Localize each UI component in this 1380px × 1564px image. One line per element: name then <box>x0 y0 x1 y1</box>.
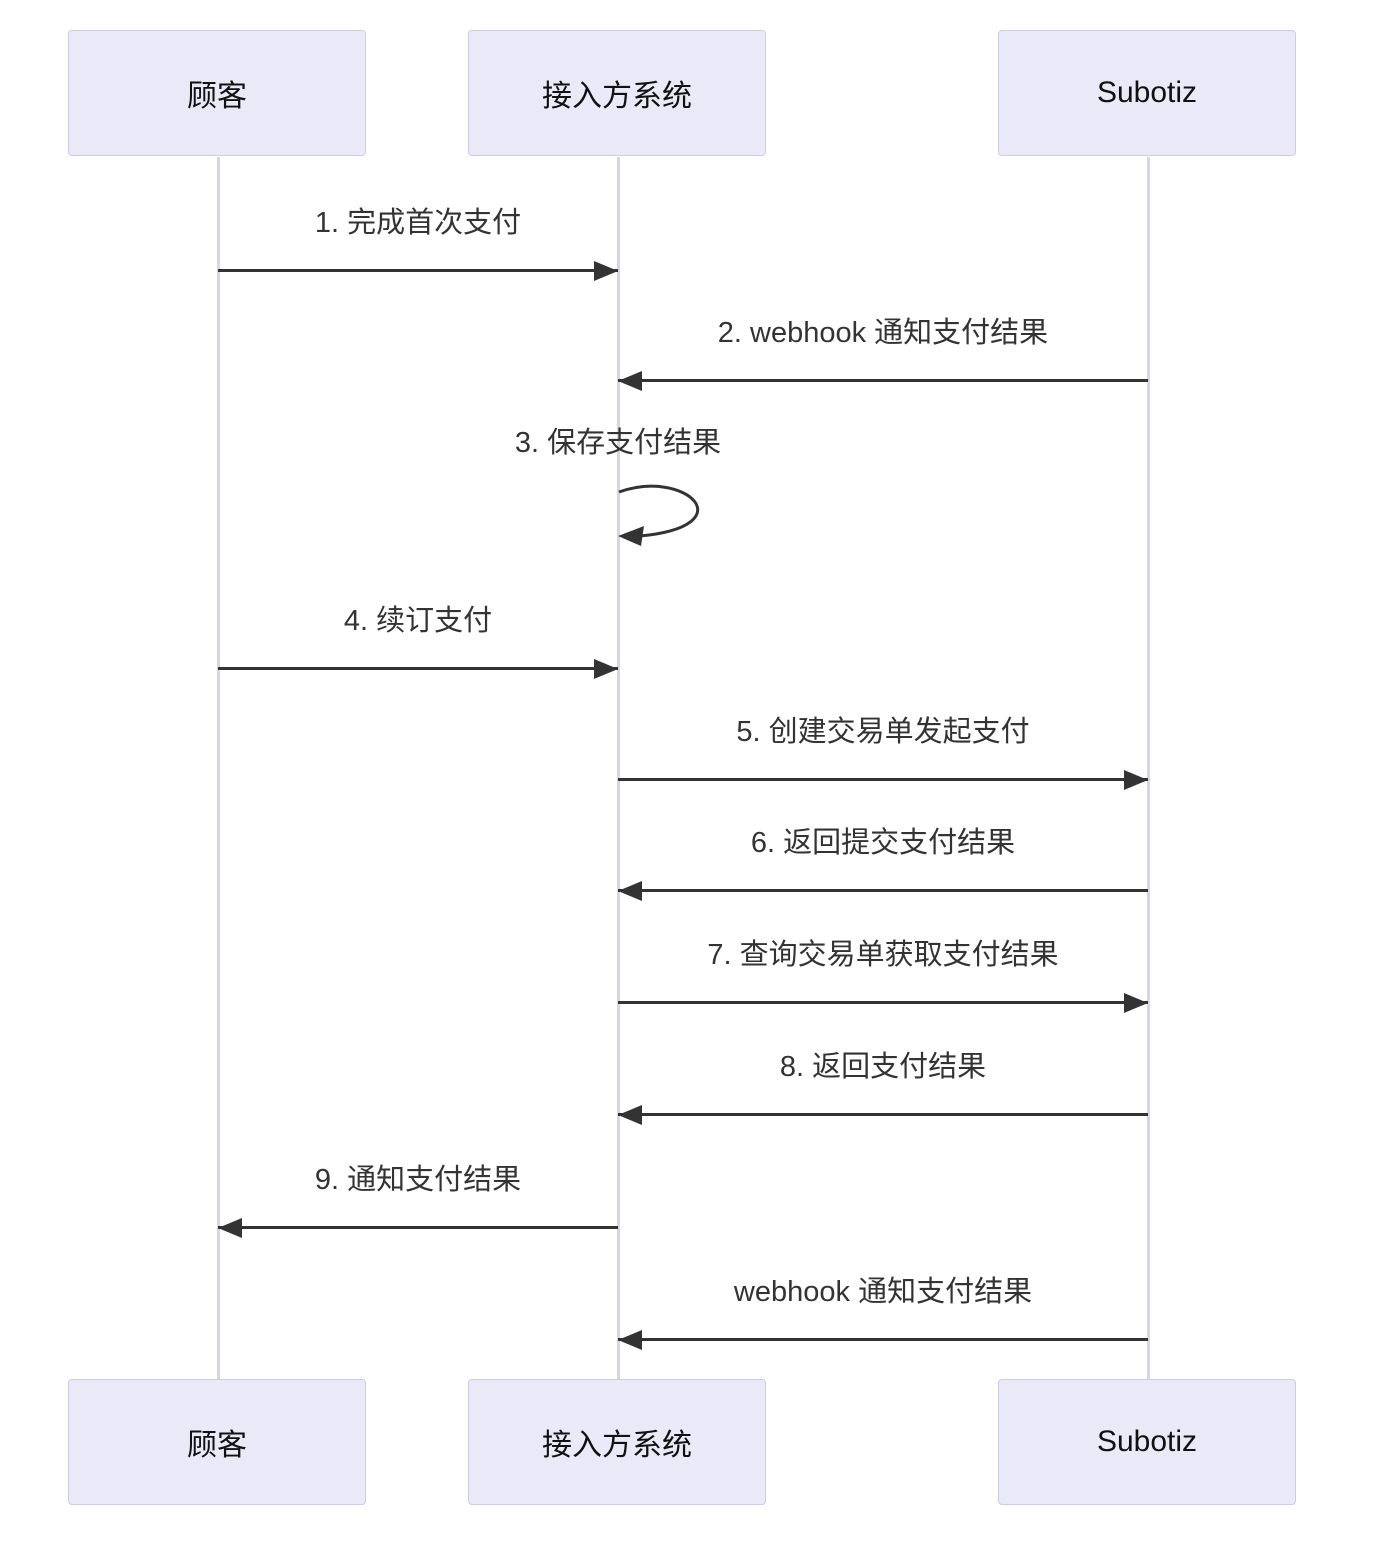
message-4-arrow <box>218 659 618 679</box>
message-3-selfloop-arrow <box>618 484 700 546</box>
actor-subotiz-bottom: Subotiz <box>998 1379 1296 1505</box>
message-6-label: 6. 返回提交支付结果 <box>750 827 1016 859</box>
message-8-label: 8. 返回支付结果 <box>779 1051 987 1083</box>
message-10-label: webhook 通知支付结果 <box>733 1276 1033 1308</box>
actor-label: 接入方系统 <box>542 80 692 113</box>
message-10-arrow <box>618 1330 1148 1350</box>
message-2-arrow <box>618 371 1148 391</box>
arrowhead-left-icon <box>218 1218 242 1238</box>
arrowhead-left-icon <box>618 881 642 901</box>
message-8-arrow <box>618 1105 1148 1125</box>
actor-label: 顾客 <box>187 1429 247 1462</box>
actor-label: Subotiz <box>1096 1425 1198 1458</box>
actor-label: 顾客 <box>187 80 247 113</box>
actor-customer-bottom: 顾客 <box>68 1379 366 1505</box>
message-6-arrow <box>618 881 1148 901</box>
actor-subotiz-top: Subotiz <box>998 30 1296 156</box>
lifeline-subotiz <box>1146 157 1150 1379</box>
message-9-arrow <box>218 1218 618 1238</box>
arrowhead-left-icon <box>618 526 644 546</box>
message-1-arrow <box>218 261 618 281</box>
actor-label: 接入方系统 <box>542 1429 692 1462</box>
message-2-label: 2. webhook 通知支付结果 <box>717 317 1049 349</box>
actor-integrator-bottom: 接入方系统 <box>468 1379 766 1505</box>
message-5-label: 5. 创建交易单发起支付 <box>736 716 1030 748</box>
message-7-label: 7. 查询交易单获取支付结果 <box>707 939 1059 971</box>
arrowhead-right-icon <box>594 659 618 679</box>
arrowhead-left-icon <box>618 371 642 391</box>
actor-label: Subotiz <box>1096 76 1198 109</box>
message-3-label: 3. 保存支付结果 <box>514 427 722 459</box>
arrowhead-left-icon <box>618 1330 642 1350</box>
message-5-arrow <box>618 770 1148 790</box>
lifeline-customer <box>216 157 220 1379</box>
message-1-label: 1. 完成首次支付 <box>314 207 522 239</box>
arrowhead-right-icon <box>1124 993 1148 1013</box>
message-9-label: 9. 通知支付结果 <box>314 1164 522 1196</box>
arrowhead-left-icon <box>618 1105 642 1125</box>
actor-customer-top: 顾客 <box>68 30 366 156</box>
message-4-label: 4. 续订支付 <box>343 605 493 637</box>
message-7-arrow <box>618 993 1148 1013</box>
arrowhead-right-icon <box>594 261 618 281</box>
arrowhead-right-icon <box>1124 770 1148 790</box>
actor-integrator-top: 接入方系统 <box>468 30 766 156</box>
lifeline-integrator <box>616 157 620 1379</box>
